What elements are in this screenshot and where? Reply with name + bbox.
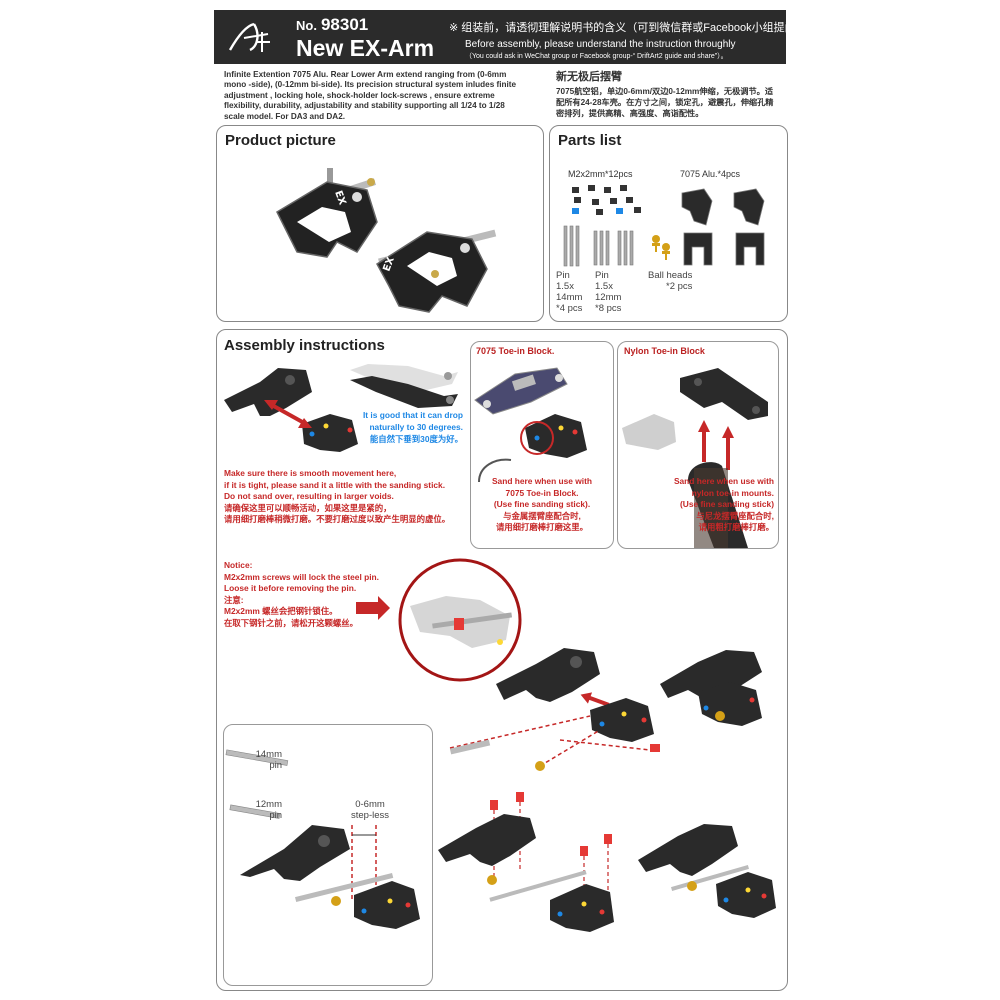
document-number: No.98301: [296, 15, 369, 34]
ball-heads-label: Ball heads*2 pcs: [648, 270, 693, 292]
notice-text: Notice:M2x2mm screws will lock the steel…: [224, 560, 379, 628]
alu-part-icons: [681, 188, 765, 266]
english-notice-sub: （You could ask in WeChat group or Facebo…: [465, 53, 728, 60]
step1-illustration: [224, 364, 458, 452]
svg-text:EX: EX: [381, 255, 396, 273]
screw-icons: [572, 185, 641, 215]
svg-text:EX: EX: [332, 189, 347, 207]
toe-in-nylon-panel: Nylon Toe-in Block Sand here when use wi…: [617, 341, 779, 549]
smooth-movement-note: Make sure there is smooth movement here,…: [224, 468, 451, 524]
final-assembly-illustration: [438, 792, 776, 932]
header-banner: No.98301 New EX-Arm ※ 组装前，请透彻理解说明书的含义（可到…: [214, 10, 812, 64]
english-notice: Before assembly, please understand the i…: [465, 39, 736, 50]
brand-logo-icon: [228, 22, 270, 52]
product-photo: EX EX: [276, 168, 497, 313]
toe-in-nylon-title: Nylon Toe-in Block: [624, 346, 705, 356]
notice-illustration: [356, 558, 522, 682]
pin-length-illustration: [225, 749, 420, 929]
product-picture-title: Product picture: [225, 132, 336, 149]
alu-parts-label: 7075 Alu.*4pcs: [680, 169, 741, 179]
intro-english: Infinite Extention 7075 Alu. Rear Lower …: [224, 70, 517, 121]
parts-list-panel: Parts list M2x2mm*12pcs 7075 Alu.*4pcs: [549, 125, 788, 322]
toe-in-7075-illustration: [474, 367, 587, 482]
intro-chinese-title: 新无极后摆臂: [556, 71, 622, 83]
parts-list-title: Parts list: [558, 132, 622, 149]
drop-note-cn: 能自然下垂到30度为好。: [369, 434, 463, 444]
intro-chinese: 7075航空铝，单边0-6mm/双边0-12mm伸缩，无极调节。适配所有24-2…: [556, 87, 774, 118]
toe-in-7075-panel: 7075 Toe-in Block. Sand here when use wi…: [470, 341, 614, 549]
notice-arrow-icon: [356, 596, 390, 620]
parts-illustration: [563, 185, 765, 267]
pin-icons: [563, 225, 634, 267]
document-title: New EX-Arm: [296, 35, 435, 61]
chinese-notice: ※ 组装前，请透彻理解说明书的含义（可到微信群或Facebook小组提问）。: [449, 22, 813, 34]
assembly-title: Assembly instructions: [224, 337, 385, 354]
exploded-assembly-illustration: [449, 648, 762, 771]
product-picture-panel: Product picture EX EX: [216, 125, 544, 322]
screws-label: M2x2mm*12pcs: [568, 169, 633, 179]
toe-in-7075-title: 7075 Toe-in Block.: [476, 346, 555, 356]
ball-head-icons: [652, 235, 670, 260]
toe-in-nylon-illustration: [622, 368, 768, 548]
